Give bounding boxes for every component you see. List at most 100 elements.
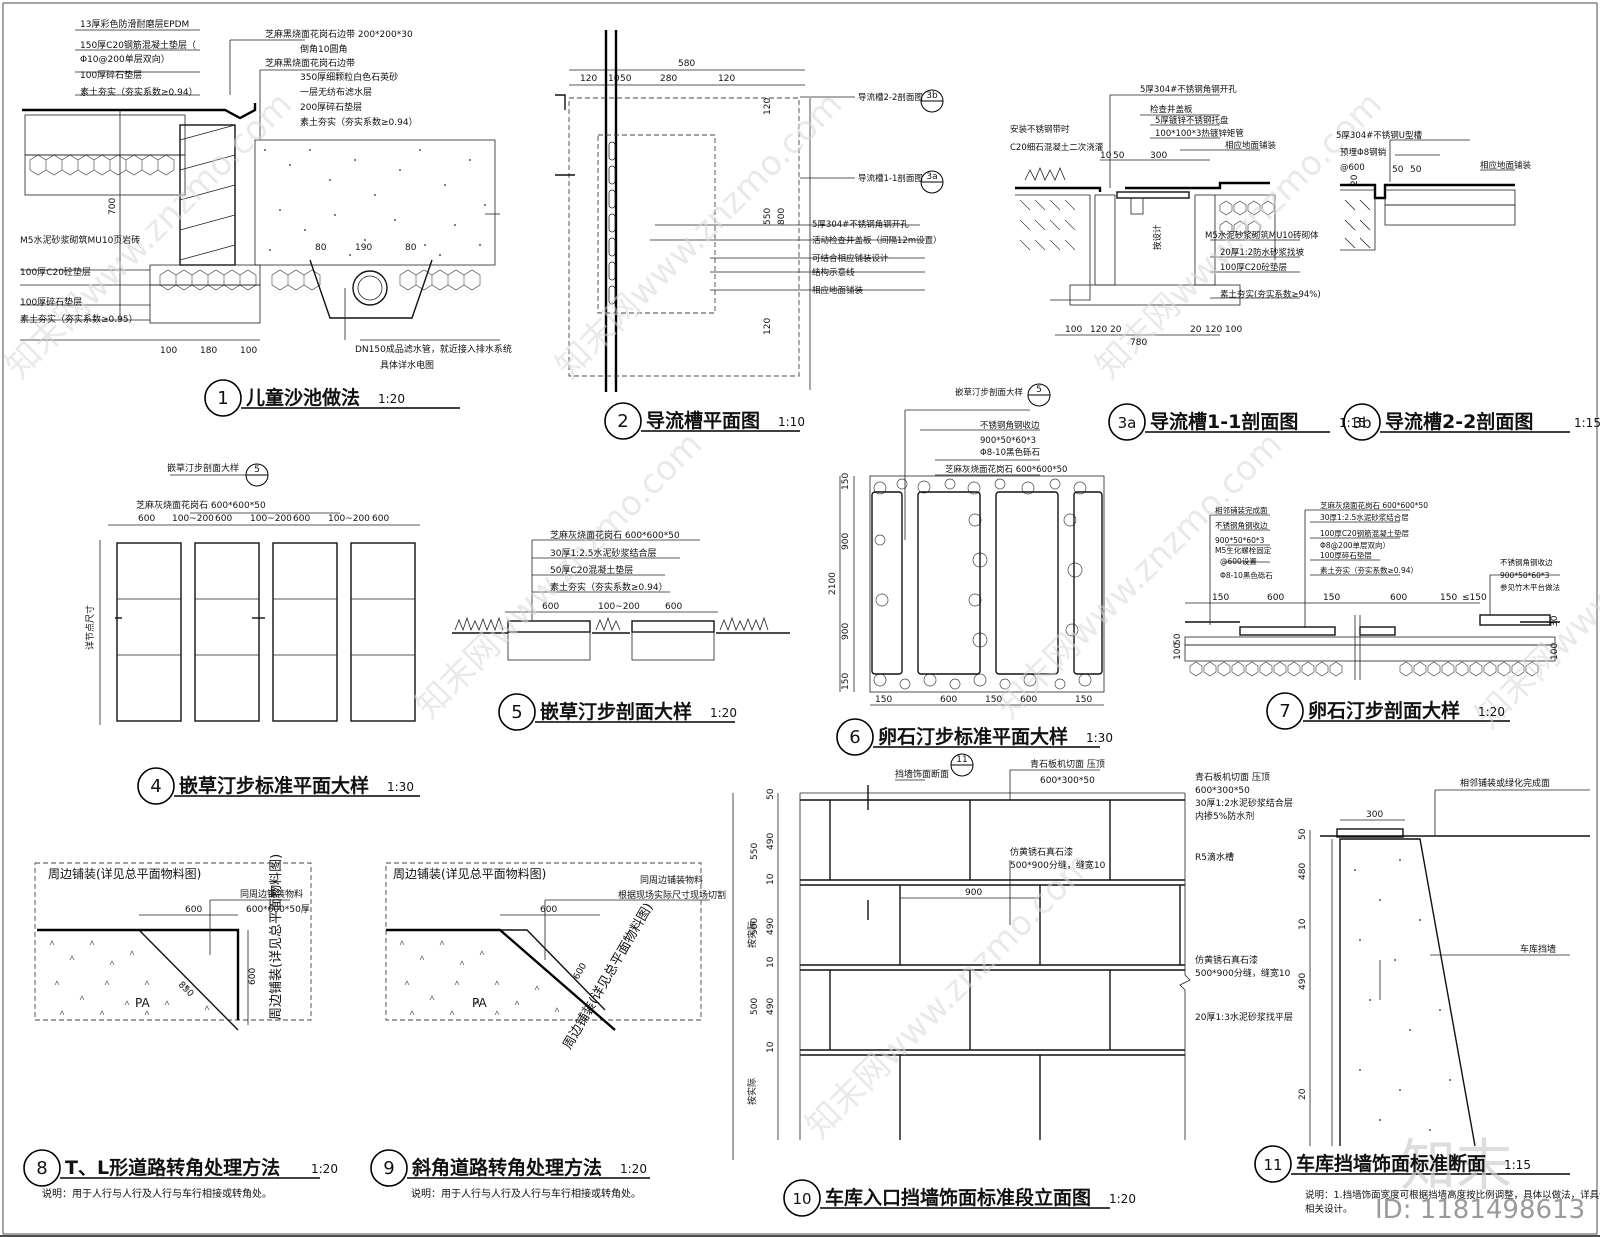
d3a-grass [1024, 166, 1066, 181]
d1-label: 13厚彩色防滑耐磨层EPDM [80, 18, 189, 30]
d11-dim: 50 [1298, 828, 1308, 840]
d4-label: 嵌草汀步剖面大样 [167, 462, 239, 474]
d2-dim: 50 [620, 74, 632, 84]
d1-label: 200厚碎石垫层 [300, 101, 362, 113]
d4-label: 芝麻灰烧面花岗石 600*600*50 [136, 499, 266, 511]
d1-sand-dots [264, 149, 486, 256]
watermark-logo: 知末 [1400, 1134, 1512, 1199]
d11-concrete-dots [1354, 859, 1451, 1131]
d4-joints [117, 598, 415, 656]
d11-label: R5滴水槽 [1195, 851, 1234, 863]
d6-dim: 600 [940, 695, 957, 705]
d11-dim: 300 [1366, 810, 1383, 820]
d8-leader [209, 899, 290, 955]
d5-label: 素土夯实（夯实系数≥0.94） [550, 581, 668, 593]
d1-dim: 80 [315, 243, 327, 253]
detail-title: 导流槽2-2剖面图 [1385, 410, 1533, 433]
d4-dim: 100~200 [328, 514, 370, 524]
d7-dim: 100 [1173, 643, 1183, 660]
d5-label: 30厚1:2.5水泥砂浆结合层 [550, 547, 657, 559]
d11-label: 车库挡墙 [1520, 943, 1556, 955]
d10-dim: 500 [750, 918, 760, 935]
d7-deck [1479, 614, 1551, 626]
d4-dim: 600 [293, 514, 310, 524]
reference-tag-text: 11 [956, 755, 967, 765]
d1-drain-pipe-inner [357, 275, 383, 301]
d10-label: 按实际 [746, 1078, 758, 1105]
d3b-dim: 20 [1350, 174, 1360, 186]
d9-dim: 600 [572, 961, 589, 981]
d3a-label: C20细石混凝土二次浇灌 [1010, 142, 1104, 153]
d1-label: 100厚碎石垫层 [20, 296, 82, 308]
detail-4-grass-stepping-plan [99, 474, 420, 725]
detail-scale: 1:20 [1109, 1192, 1136, 1206]
d3a-dim: 10 [1100, 151, 1112, 161]
d9-boundary [385, 862, 702, 1021]
d9-grass [399, 940, 560, 1016]
detail-number: 3a [1118, 414, 1137, 432]
d9-label: 周边铺装(详见总平面物料图) [393, 866, 546, 881]
d10-leaders [895, 769, 1100, 925]
detail-2-channel-plan [555, 30, 925, 392]
d3b-dim: 50 [1392, 165, 1404, 175]
d1-c20-pad [149, 264, 261, 286]
d1-dim: 100 [240, 346, 257, 356]
d10-vertical-joints [829, 800, 1181, 1140]
d6-leader-lines [904, 409, 1040, 540]
d5-concrete-2 [631, 631, 715, 661]
d11-coping [1336, 828, 1404, 838]
d11-label: 500*900分缝，缝宽10 [1195, 967, 1291, 979]
d3a-earth [1015, 194, 1276, 301]
detail-scale: 1:20 [378, 392, 405, 406]
d7-dim: 50 [1173, 633, 1183, 645]
d3b-label: 预埋Φ8钢销 [1340, 147, 1387, 158]
d7-label: 100厚碎石垫层 [1320, 550, 1372, 560]
d5-label: 50厚C20混凝土垫层 [550, 564, 633, 576]
d8-dim: 600 [248, 968, 258, 985]
d11-dim: 490 [1298, 973, 1308, 990]
d3a-dim: 100 [1225, 325, 1242, 335]
d3b-label: 5厚304#不锈钢U型槽 [1336, 130, 1422, 141]
d7-label: 相邻铺装完成面 [1215, 505, 1268, 515]
d8-label: 周边铺装(详见总平面物料图) [269, 854, 284, 1020]
d10-dim: 900 [965, 888, 982, 898]
d3a-dim: 20 [1190, 325, 1202, 335]
d1-label: 100厚碎石垫层 [80, 69, 142, 81]
detail-title: 斜角道路转角处理方法 [411, 1156, 602, 1179]
detail-scale: 1:15 [1574, 416, 1600, 430]
d10-dim: 490 [766, 833, 776, 850]
d6-border [869, 475, 1105, 693]
d3b-label: @600 [1340, 163, 1365, 173]
d3b-earth [1340, 189, 1376, 251]
d1-label: 150厚C20钢筋混凝土垫层（ [80, 39, 196, 51]
d6-dim: 150 [841, 673, 851, 690]
d2-dim: 800 [777, 208, 787, 225]
d3a-label: 100*100*3热镀锌矩管 [1155, 128, 1244, 139]
d10-dim: 10 [766, 956, 776, 968]
reference-tag-text: 3a [926, 172, 937, 182]
d1-label: 一层无纺布滤水层 [300, 86, 372, 98]
detail-3a-channel-section [1015, 94, 1300, 336]
d1-drain-pipe [352, 270, 388, 306]
d3b-label: 相应地面铺装 [1480, 160, 1532, 171]
d2-label: 5厚304#不锈钢角钢开孔 [812, 219, 909, 230]
d2-leader-lines [650, 96, 925, 291]
d2-label: 导流槽2-2剖面图 [858, 92, 923, 103]
d11-label: 仿黄锈石真石漆 [1195, 954, 1258, 966]
detail-number: 11 [1263, 1156, 1282, 1174]
d7-label: 不锈钢角钢收边 [1500, 557, 1553, 567]
d9-leader [544, 899, 710, 960]
d6-dim: 150 [875, 695, 892, 705]
d2-inspection-cover [597, 134, 716, 314]
d8-label: 600*600*50厚 [246, 904, 310, 915]
d10-label: 按实际 [746, 921, 758, 948]
reference-tag-text: 5 [1036, 385, 1042, 395]
detail-scale: 1:20 [620, 1162, 647, 1176]
d6-dim: 900 [841, 623, 851, 640]
d5-stone-2 [631, 620, 715, 633]
detail-number: 1 [217, 388, 228, 409]
title-markers [23, 379, 1381, 1217]
d10-label: 600*300*50 [1040, 776, 1095, 786]
d5-dim: 600 [665, 602, 682, 612]
